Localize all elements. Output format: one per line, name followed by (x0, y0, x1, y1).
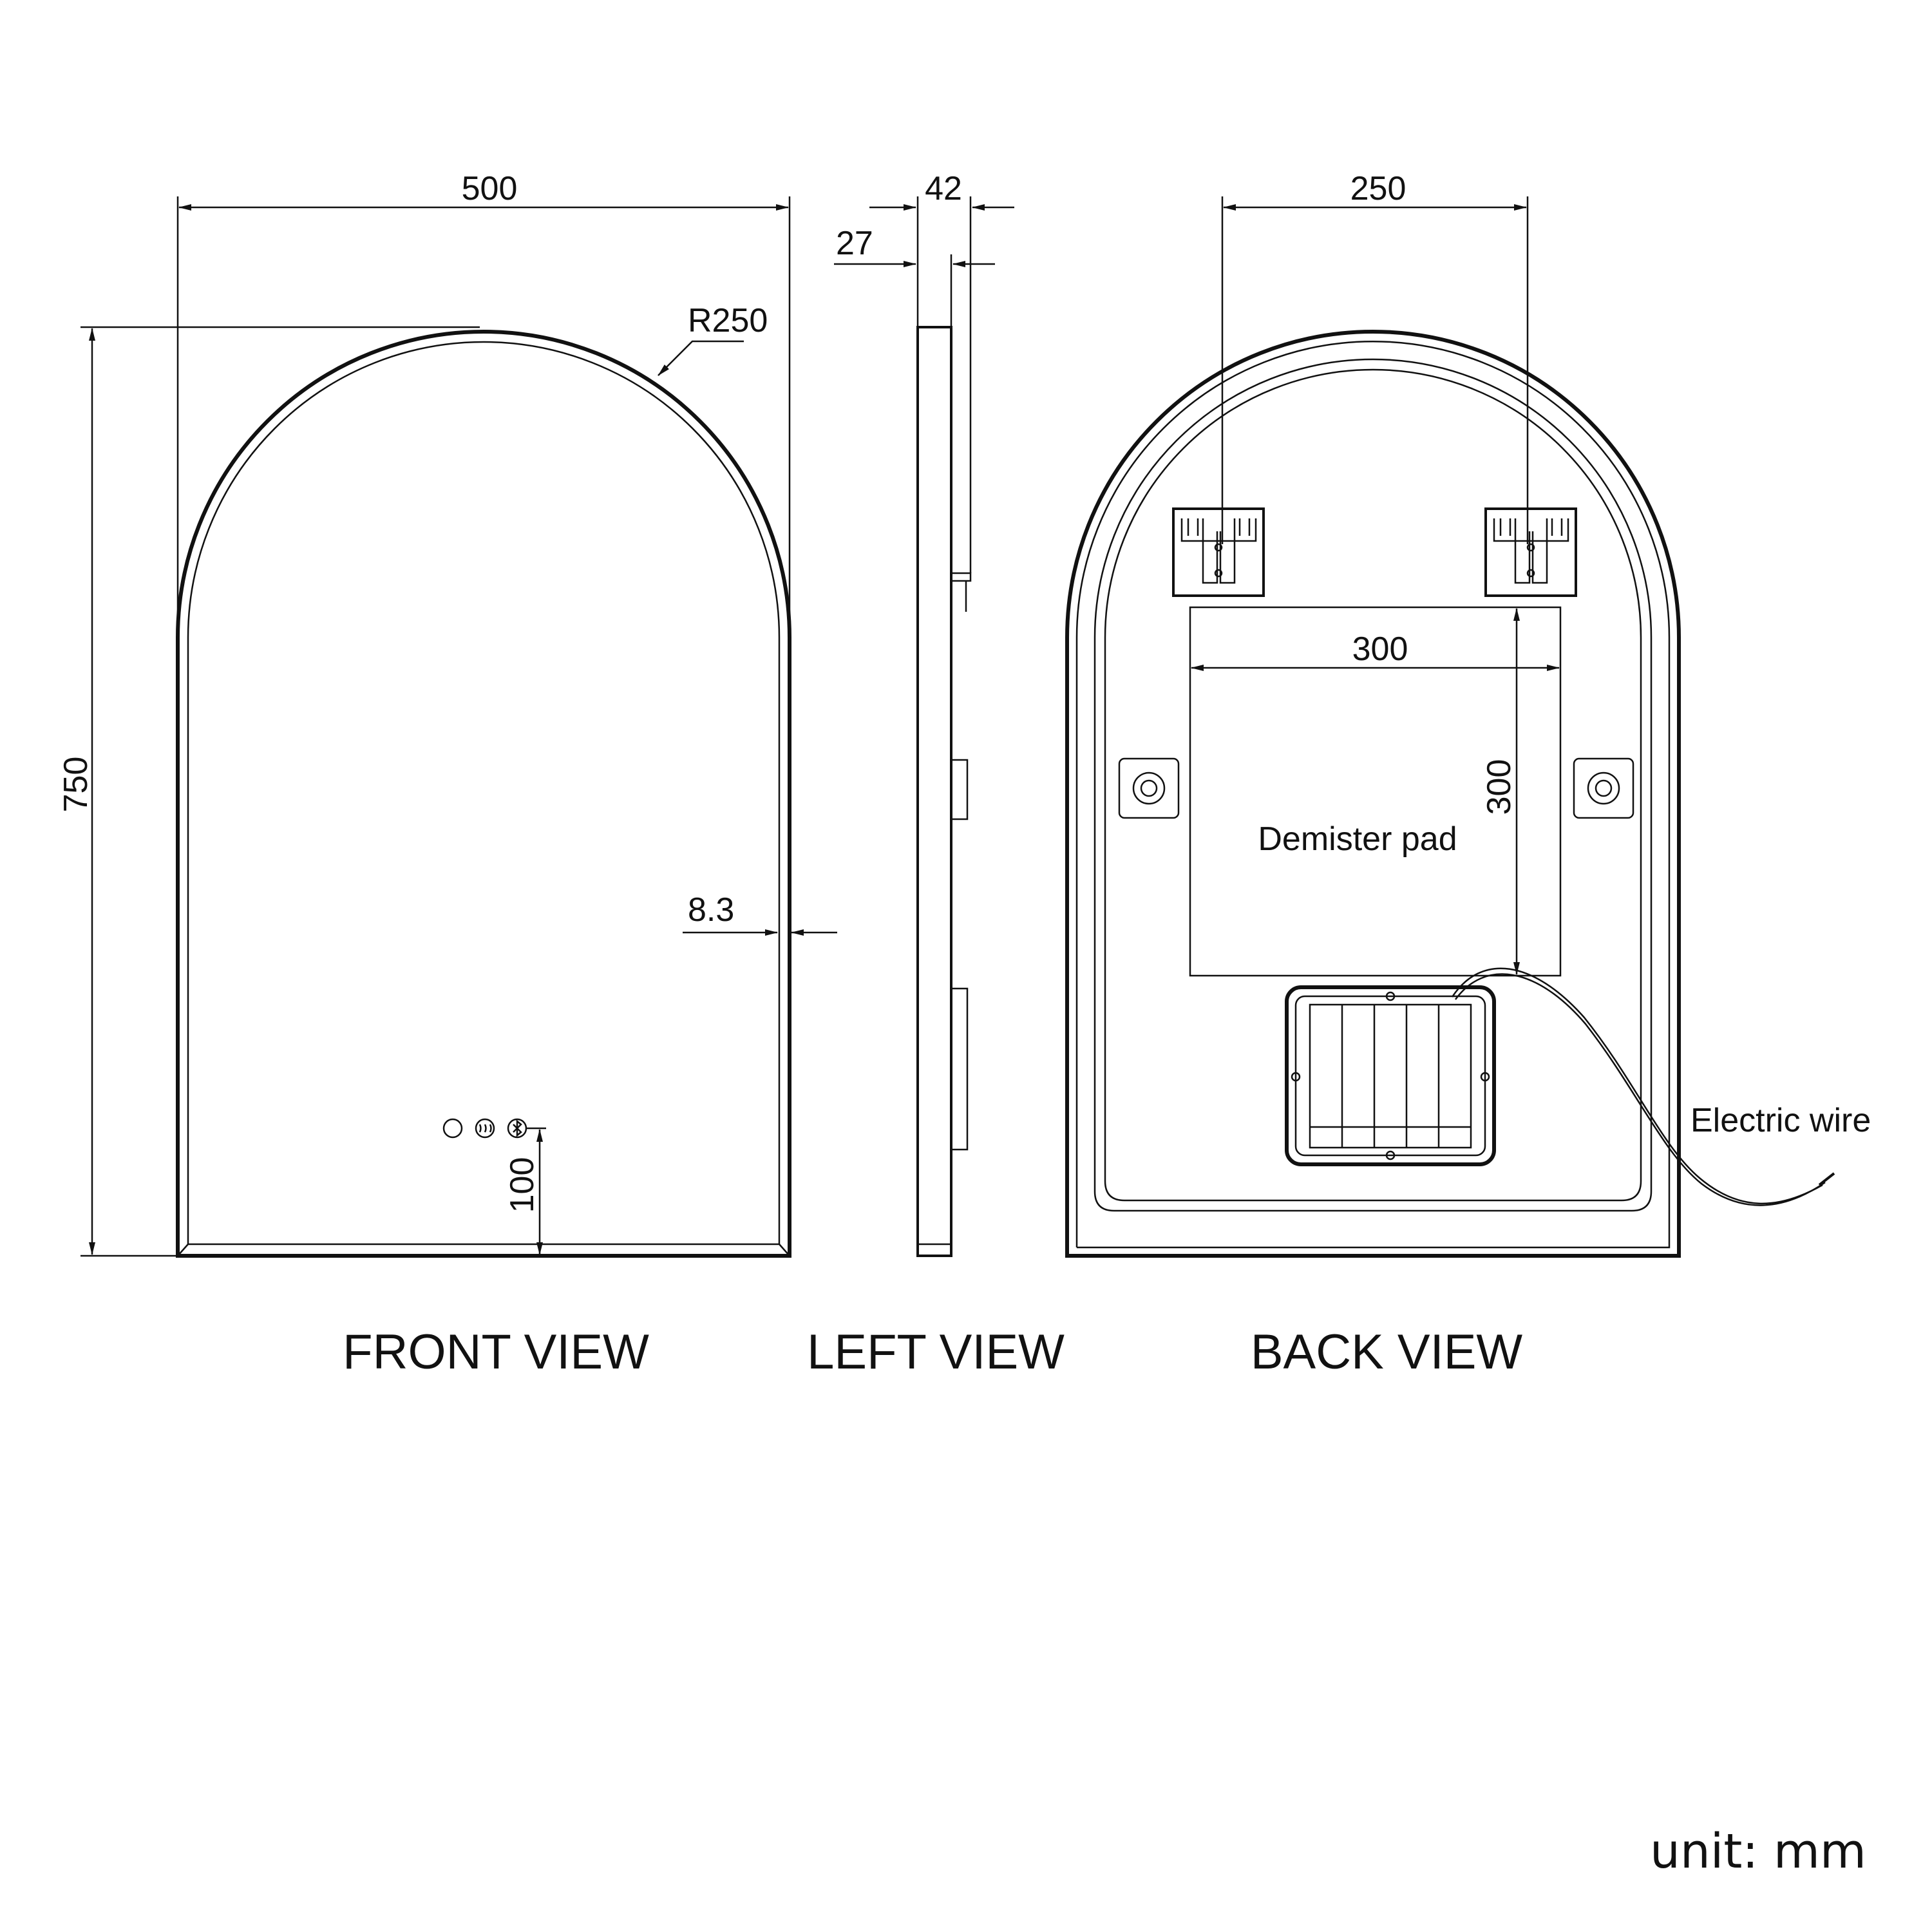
dim-height-label: 750 (57, 757, 95, 813)
dim-bracket-spacing-label: 250 (1350, 170, 1406, 207)
dim-pad-height-label: 300 (1481, 759, 1518, 815)
wire-label: Electric wire (1690, 1102, 1871, 1139)
back-view-title: BACK VIEW (1251, 1325, 1523, 1379)
power-box (1285, 985, 1496, 1166)
hanging-bracket-right (1484, 507, 1577, 597)
dim-frame-label: 8.3 (688, 891, 734, 929)
left-view-title: LEFT VIEW (807, 1325, 1065, 1379)
side-control-box (950, 987, 969, 1151)
back-view: Demister pad 300 300 250 (1065, 170, 1871, 1258)
electric-wire (1451, 967, 1823, 1205)
front-view-title: FRONT VIEW (343, 1325, 649, 1379)
mount-point-left (1118, 757, 1180, 819)
back-outer-outline (1065, 330, 1681, 1258)
hanging-bracket-left (1172, 507, 1265, 597)
demister-label: Demister pad (1258, 820, 1457, 858)
front-view: 500 750 R250 8.3 100 (57, 170, 837, 1258)
side-body (916, 326, 952, 1257)
side-bracket-middle (950, 759, 969, 820)
unit-label: unit: mm (1650, 1824, 1866, 1879)
demister-pad (1189, 606, 1562, 977)
dim-depth-total-label: 42 (925, 170, 962, 207)
front-inner-outline (187, 341, 781, 1245)
bluetooth-button-icon (507, 1118, 527, 1139)
demister-button-icon (475, 1118, 495, 1139)
mount-point-right (1573, 757, 1634, 819)
dim-pad-width-label: 300 (1352, 630, 1408, 668)
dim-radius-label: R250 (688, 302, 768, 339)
left-view: 42 27 (834, 170, 1014, 1257)
dim-width-label: 500 (462, 170, 518, 207)
front-outer-outline (176, 330, 791, 1258)
touch-buttons (442, 1118, 527, 1139)
back-inner-frame (1094, 358, 1653, 1212)
dim-depth-glass-label: 27 (836, 225, 873, 262)
light-button-icon (442, 1118, 463, 1139)
side-bracket-top (950, 572, 972, 582)
dim-button-height-label: 100 (504, 1157, 541, 1213)
